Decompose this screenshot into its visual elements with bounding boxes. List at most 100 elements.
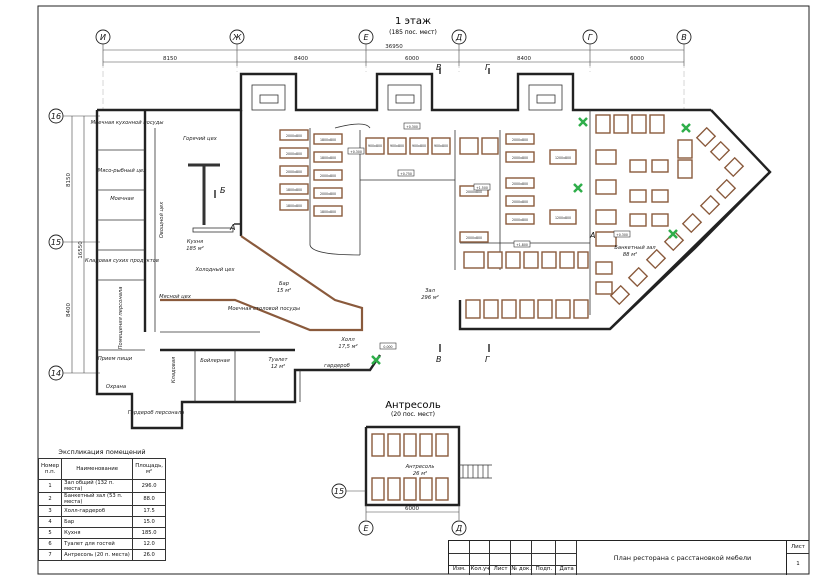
table-label: 1800х800 bbox=[286, 188, 302, 192]
table-label: 1800х800 bbox=[320, 210, 336, 214]
table-label: 2000х800 bbox=[320, 174, 336, 178]
legend-cell: 185.0 bbox=[132, 527, 166, 539]
level-mark: +1.800 bbox=[516, 243, 528, 247]
legend-cell: Зал общий (132 п. места) bbox=[61, 479, 134, 493]
legend-cell: 6 bbox=[37, 538, 63, 550]
mezz-title: Антресоль bbox=[385, 400, 441, 411]
level-mark: +1.500 bbox=[476, 186, 488, 190]
legend-cell: Кухня bbox=[61, 527, 134, 539]
section-mark-v-bottom: В bbox=[436, 355, 442, 364]
legend-cell: 296.0 bbox=[132, 479, 166, 493]
room-bar-area: 15 м² bbox=[277, 288, 291, 294]
stamp-title: План ресторана с расстановкой мебели bbox=[613, 554, 752, 562]
axis-label: 16 bbox=[51, 112, 61, 121]
table-label: 2000х800 bbox=[512, 156, 528, 160]
plants bbox=[371, 117, 691, 365]
stamp-sheet: Лист 1 bbox=[786, 541, 809, 575]
stamp-col: Изм. bbox=[452, 566, 466, 572]
legend-cell: 88.0 bbox=[132, 492, 166, 506]
section-mark-a: А bbox=[229, 223, 235, 232]
axis-label: 15 bbox=[334, 487, 344, 496]
dim-mezz: 6000 bbox=[405, 506, 419, 512]
table-label: 2000х800 bbox=[286, 170, 302, 174]
legend-table: Номер п.п. Наименование Площадь, м² 1 За… bbox=[37, 458, 166, 561]
mezzanine: Антресоль (20 пос. мест) Антресоль 26 м²… bbox=[331, 400, 492, 536]
section-mark-a-right: А bbox=[589, 231, 595, 240]
legend-cell: Бар bbox=[61, 516, 134, 528]
legend-cell: 17.5 bbox=[132, 505, 166, 517]
stamp-sheet-label: Лист bbox=[787, 541, 809, 554]
legend-cell: Туалет для гостей bbox=[61, 538, 134, 550]
table-label: 2000х800 bbox=[286, 134, 302, 138]
table-label: 2000х800 bbox=[320, 192, 336, 196]
legend-header: Номер п.п. bbox=[37, 458, 63, 480]
section-mark-b: Б bbox=[220, 186, 226, 195]
legend-row: 4 Бар 15.0 bbox=[37, 516, 166, 528]
table-label: 2000х800 bbox=[286, 152, 302, 156]
level-mark: +0.300 bbox=[350, 150, 362, 154]
table-label: 900х800 bbox=[390, 144, 404, 148]
legend-row: 2 Банкетный зал (53 п. места) 88.0 bbox=[37, 492, 166, 506]
stairs bbox=[459, 464, 492, 479]
legend-row: 3 Холл-гардероб 17.5 bbox=[37, 505, 166, 517]
dim-label: 6000 bbox=[630, 56, 644, 62]
room-banquet: Банкетный зал bbox=[614, 245, 656, 251]
legend-row: 5 Кухня 185.0 bbox=[37, 527, 166, 539]
legend-cell: 3 bbox=[37, 505, 63, 517]
room-hot-shop: Горячий цех bbox=[183, 136, 218, 142]
title-block: Изм. Кол.уч Лист № док. Подп. Дата План … bbox=[448, 540, 809, 575]
level-mark: +0.750 bbox=[400, 172, 412, 176]
legend-cell: 7 bbox=[37, 549, 63, 561]
stamp-col: Лист bbox=[493, 566, 508, 572]
room-bar: Бар bbox=[279, 281, 290, 287]
stamp-col: Кол.уч bbox=[470, 566, 490, 572]
section-mark-g: Г bbox=[485, 63, 490, 72]
stamp-col: № док. bbox=[511, 566, 532, 572]
room-meat-fish: Мясо-рыбный цех bbox=[98, 168, 147, 174]
room-lobby-area: 17,5 м² bbox=[338, 344, 357, 350]
kitchen-walls bbox=[97, 110, 364, 402]
level-mark: +0.300 bbox=[616, 233, 628, 237]
tables-banquet bbox=[595, 114, 745, 306]
dim-label: 6000 bbox=[405, 56, 419, 62]
sheet-frame bbox=[37, 5, 810, 575]
room-wardrobe: Гардероб персонала bbox=[128, 410, 184, 416]
legend-cell: Антресоль (20 п. места) bbox=[61, 549, 134, 561]
legend-cell: 12.0 bbox=[132, 538, 166, 550]
room-toilet: Туалет bbox=[269, 357, 289, 363]
legend-row: 1 Зал общий (132 п. места) 296.0 bbox=[37, 479, 166, 493]
section-marks: Б В Г В Г А А bbox=[214, 63, 595, 364]
axis-label: И bbox=[100, 33, 106, 42]
axis-label: Д bbox=[455, 33, 462, 42]
stamp-revisions: Изм. Кол.уч Лист № док. Подп. Дата bbox=[449, 541, 577, 575]
dim-label: 8400 bbox=[294, 56, 308, 62]
dim-label: 8400 bbox=[517, 56, 531, 62]
table-label: 2000х800 bbox=[512, 182, 528, 186]
level-marks: +0.300 +0.300 +0.750 +1.500 +1.800 +0.30… bbox=[347, 122, 631, 350]
stamp-sheet-num: 1 bbox=[796, 561, 800, 567]
room-lobby: Холл bbox=[340, 337, 355, 343]
legend-header-row: Номер п.п. Наименование Площадь, м² bbox=[37, 458, 166, 480]
room-boiler: Бойлерная bbox=[200, 358, 230, 364]
stamp-col: Дата bbox=[559, 566, 574, 572]
table-label: 900х800 bbox=[434, 144, 448, 148]
floor-title: 1 этаж bbox=[395, 16, 431, 27]
furniture: 2000х800 2000х800 2000х800 1800х800 1800… bbox=[279, 114, 745, 365]
table-label: 1800х800 bbox=[320, 156, 336, 160]
dim-label: 8150 bbox=[66, 173, 72, 187]
dim-label: 8150 bbox=[163, 56, 177, 62]
room-hall: Зал bbox=[425, 288, 436, 294]
room-wash: Моечная bbox=[110, 196, 134, 202]
axis-label: 14 bbox=[51, 369, 61, 378]
legend-row: 6 Туалет для гостей 12.0 bbox=[37, 538, 166, 550]
tables-col-2: 1800х800 1800х800 2000х800 2000х800 1800… bbox=[313, 133, 343, 217]
tables-col-1: 2000х800 2000х800 2000х800 1800х800 1800… bbox=[279, 129, 309, 211]
legend-cell: 1 bbox=[37, 479, 63, 493]
room-hall-area: 296 м² bbox=[421, 295, 439, 301]
room-kitchen-wash: Моечная кухонной посуды bbox=[91, 120, 164, 126]
floor-subtitle: (185 пос. мест) bbox=[389, 29, 437, 36]
axis-label: Д bbox=[455, 524, 462, 533]
legend-cell: 5 bbox=[37, 527, 63, 539]
legend-header: Наименование bbox=[61, 458, 134, 480]
table-label: 2000х800 bbox=[512, 138, 528, 142]
